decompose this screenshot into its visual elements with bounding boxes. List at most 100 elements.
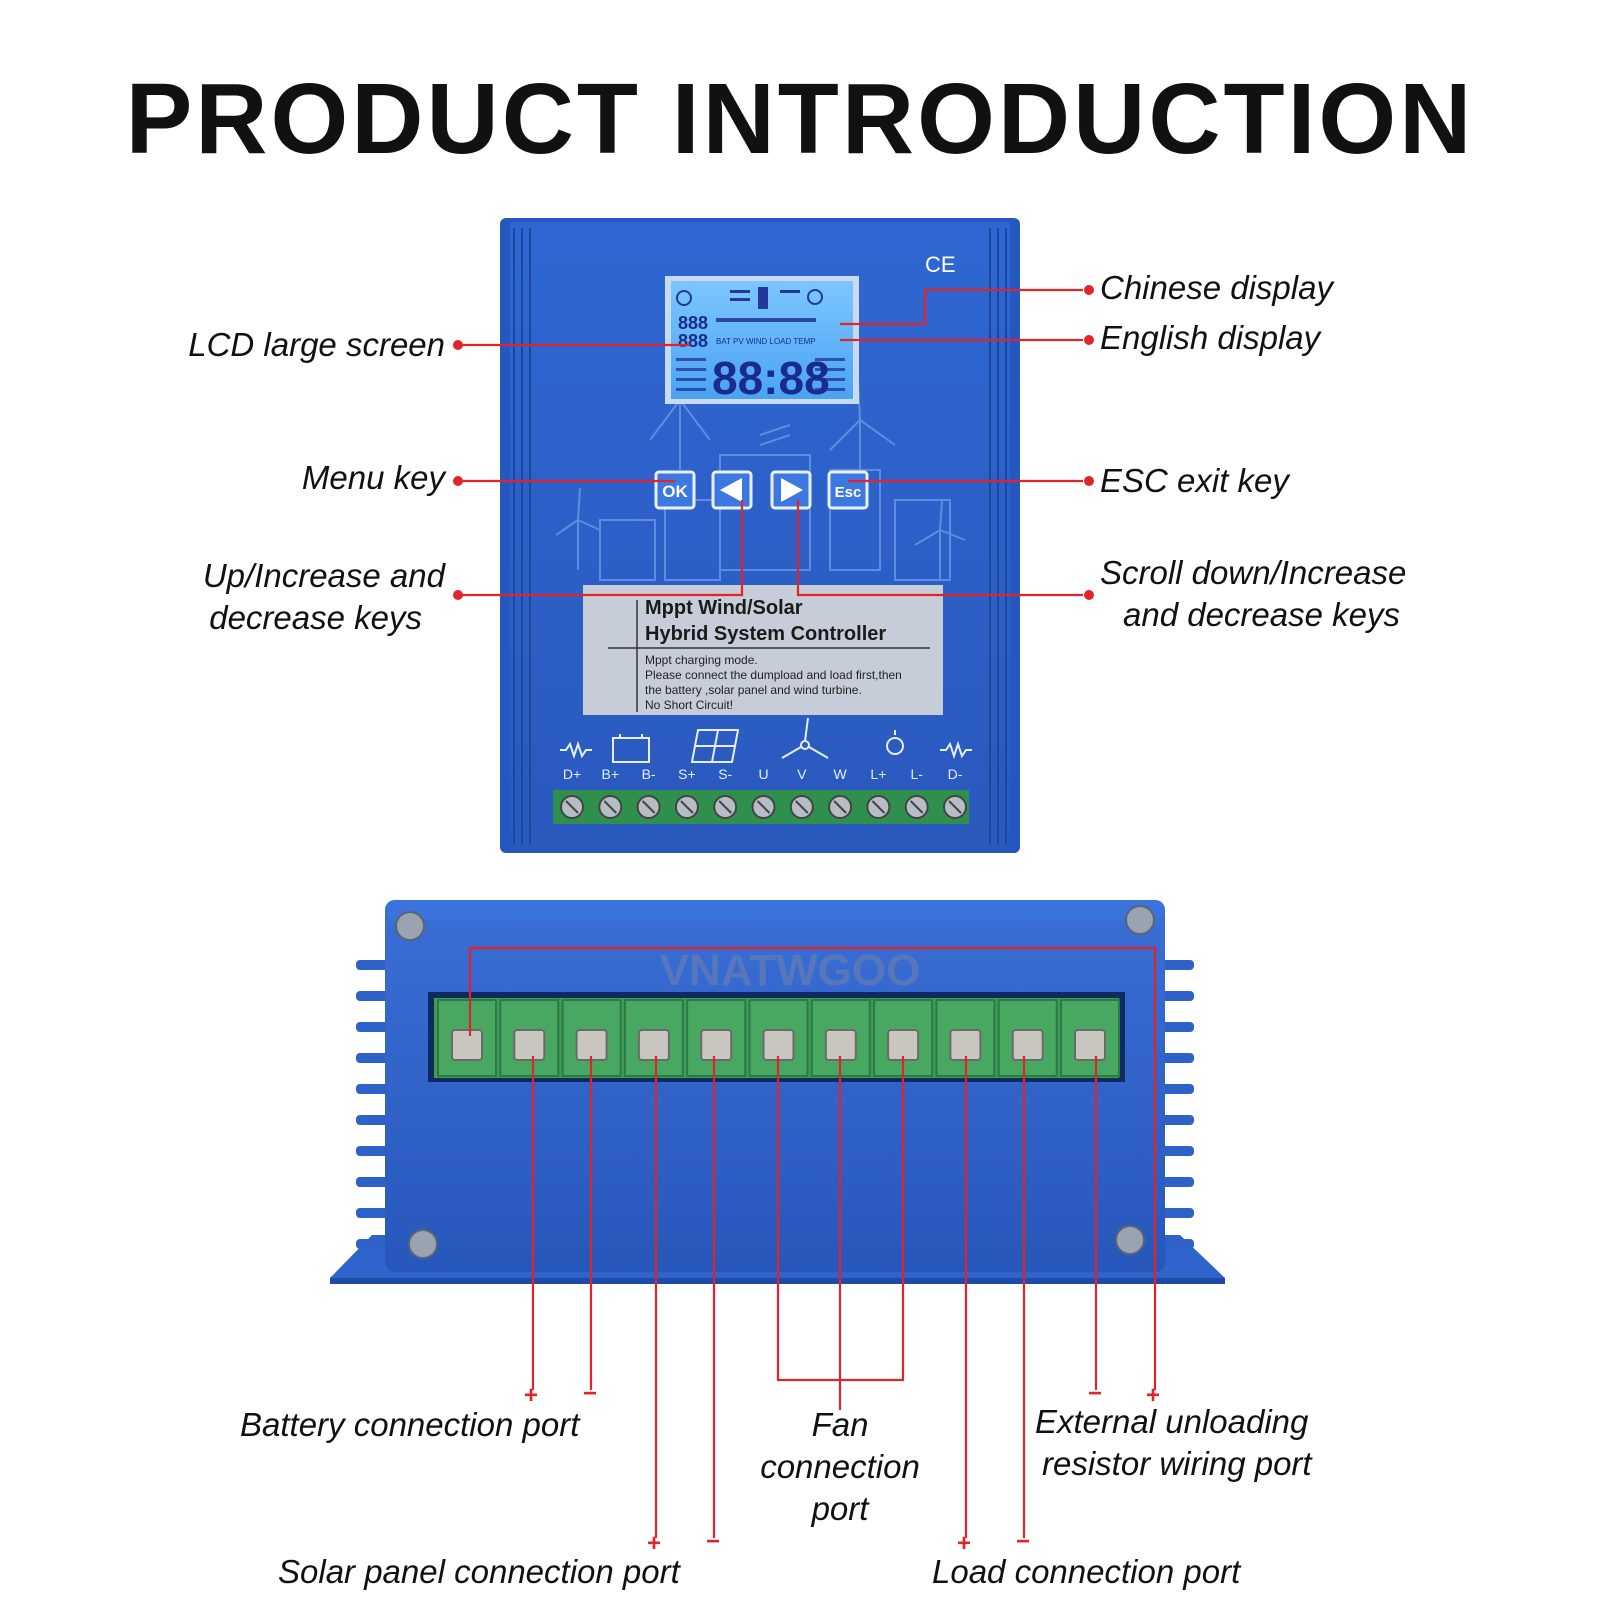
panel-note-4: No Short Circuit!	[645, 698, 733, 712]
right-fin-7	[1160, 1177, 1194, 1187]
label-chinese-display: Chinese display	[1100, 269, 1333, 306]
front-terminal-screws	[560, 795, 967, 819]
right-fin-4	[1160, 1084, 1194, 1094]
solar-minus-sign: −	[706, 1528, 721, 1555]
terminal-label-2: B-	[642, 766, 656, 782]
terminal-label-10: D-	[948, 766, 963, 782]
left-fin-1	[356, 991, 390, 1001]
side-terminal-screw-1	[513, 1029, 546, 1061]
label-fan-line3: port	[811, 1490, 869, 1527]
label-solar-port: Solar panel connection port	[278, 1553, 680, 1590]
terminal-label-9: L-	[910, 766, 923, 782]
corner-screws	[395, 905, 1155, 1259]
solar-plus-sign: +	[647, 1530, 662, 1557]
side-terminal-screw-0	[451, 1029, 483, 1061]
label-english-display: English display	[1100, 319, 1321, 356]
side-terminal-screw-6	[824, 1029, 857, 1061]
side-terminal-screw-7	[887, 1029, 920, 1061]
page-title: PRODUCT INTRODUCTION	[125, 63, 1475, 175]
left-fin-6	[356, 1146, 390, 1156]
label-external-line2: resistor wiring port	[1042, 1445, 1312, 1482]
lcd-small-readout-2: 888	[678, 331, 708, 351]
side-terminal-screw-10	[1074, 1029, 1106, 1061]
terminal-label-3: S+	[678, 766, 696, 782]
label-scroll-down-line1: Scroll down/Increase	[1100, 554, 1407, 591]
side-terminal-screw-5	[762, 1029, 795, 1061]
front-screw-slot-5	[756, 800, 771, 814]
left-fin-8	[356, 1208, 390, 1218]
front-screw-slot-6	[795, 800, 809, 814]
front-screw-slot-10	[948, 800, 962, 814]
right-cooling-fins	[1160, 960, 1194, 1249]
front-screw-slot-0	[565, 800, 579, 814]
lcd-small-readout-1: 888	[678, 313, 708, 333]
side-terminal-screw-8	[949, 1029, 982, 1061]
side-terminal-screw-2	[575, 1029, 608, 1061]
label-fan-line2: connection	[760, 1448, 920, 1485]
right-fin-1	[1160, 991, 1194, 1001]
panel-title-line1: Mppt Wind/Solar	[645, 597, 803, 619]
load-minus-sign: −	[1016, 1528, 1031, 1555]
light-bulb-icon	[886, 737, 904, 755]
label-menu-key: Menu key	[301, 459, 445, 496]
label-lcd-large-screen: LCD large screen	[188, 326, 445, 363]
label-battery-port: Battery connection port	[240, 1406, 580, 1443]
label-up-increase-line2: decrease keys	[209, 599, 422, 636]
terminal-label-7: W	[833, 766, 847, 782]
external-plus-sign: +	[1146, 1382, 1161, 1409]
callout-lines	[460, 288, 1157, 1538]
right-arrow-icon	[781, 478, 803, 502]
panel-note-3: the battery ,solar panel and wind turbin…	[645, 683, 862, 697]
ok-button[interactable]: OK	[654, 470, 696, 510]
callout-dots	[453, 285, 1094, 600]
front-screw-slot-1	[603, 800, 618, 814]
terminal-label-5: U	[758, 766, 768, 782]
side-terminal-screw-3	[637, 1029, 670, 1061]
left-fin-5	[356, 1115, 390, 1125]
resistor-icon-2	[940, 740, 972, 760]
front-screw-slot-7	[833, 800, 847, 814]
controller-front: CE 888 888 BAT PV WIND LOAD TEMP 88:88	[500, 218, 1020, 853]
terminal-icons	[560, 717, 972, 763]
controller-side-view: VNATWGOO	[330, 900, 1225, 1284]
label-scroll-down-line2: and decrease keys	[1123, 596, 1401, 633]
ce-mark: CE	[925, 252, 956, 277]
panel-note-1: Mppt charging mode.	[645, 653, 758, 667]
side-terminal-10	[1060, 999, 1120, 1077]
terminal-label-4: S-	[718, 766, 732, 782]
terminal-label-6: V	[797, 766, 807, 782]
lcd-screen: 888 888 BAT PV WIND LOAD TEMP 88:88	[665, 276, 859, 404]
label-load-port: Load connection port	[932, 1553, 1241, 1590]
front-screw-slot-3	[680, 800, 694, 814]
svg-text:OK: OK	[662, 482, 688, 501]
battery-minus-sign: −	[583, 1380, 598, 1407]
right-fin-0	[1160, 960, 1194, 970]
right-arrow-button[interactable]	[770, 470, 812, 510]
left-arrow-button[interactable]	[711, 470, 753, 510]
left-fin-9	[356, 1239, 390, 1249]
lcd-main-digits: 88:88	[712, 352, 830, 404]
load-plus-sign: +	[957, 1530, 972, 1557]
label-fan-line1: Fan	[811, 1406, 869, 1443]
front-screw-slot-8	[871, 800, 886, 814]
terminal-label-0: D+	[563, 766, 581, 782]
left-arrow-icon	[720, 478, 742, 502]
left-cooling-fins	[356, 960, 390, 1249]
front-screw-slot-4	[718, 800, 732, 814]
left-fin-7	[356, 1177, 390, 1187]
external-minus-sign: −	[1088, 1380, 1103, 1407]
front-screw-slot-2	[641, 800, 656, 814]
terminal-label-1: B+	[602, 766, 620, 782]
side-terminal-block	[437, 999, 1120, 1077]
left-fin-2	[356, 1022, 390, 1032]
esc-button[interactable]: Esc	[827, 470, 869, 510]
left-fin-4	[356, 1084, 390, 1094]
info-panel: Mppt Wind/Solar Hybrid System Controller…	[583, 585, 943, 715]
battery-icon	[612, 737, 650, 763]
label-esc-exit-key: ESC exit key	[1100, 462, 1289, 499]
battery-plus-sign: +	[524, 1382, 539, 1409]
right-fin-5	[1160, 1115, 1194, 1125]
right-fin-3	[1160, 1053, 1194, 1063]
